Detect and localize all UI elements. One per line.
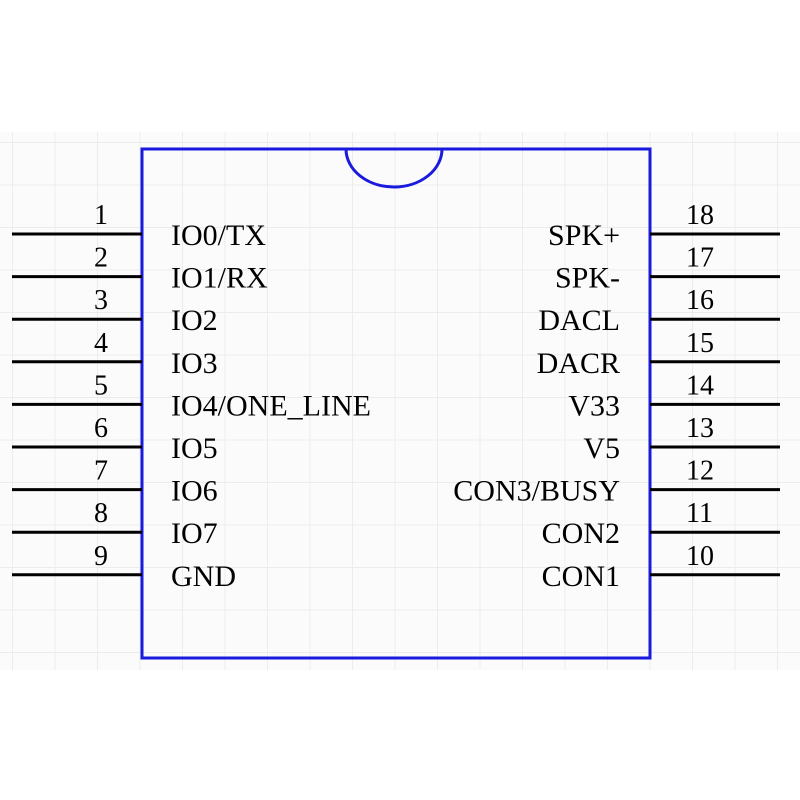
- pin-name: V33: [568, 389, 620, 422]
- left-pin-group: 1IO0/TX2IO1/RX3IO24IO35IO4/ONE_LINE6IO57…: [12, 200, 371, 593]
- right-pin-group: 18SPK+17SPK-16DACL15DACR14V3313V512CON3/…: [453, 200, 780, 593]
- pin-name: GND: [171, 560, 236, 593]
- pin-name: IO3: [171, 347, 218, 380]
- pin-number: 16: [686, 285, 714, 316]
- grid-background: [0, 132, 800, 670]
- pin-name: IO0/TX: [171, 219, 266, 252]
- pin-name: DACR: [537, 347, 620, 380]
- pin-number: 15: [686, 328, 714, 359]
- pin-name: CON1: [542, 560, 620, 593]
- pin-number: 14: [686, 370, 714, 401]
- pin-number: 6: [94, 413, 108, 444]
- pin-name: SPK-: [555, 262, 620, 295]
- pin-name: IO4/ONE_LINE: [171, 389, 371, 422]
- pin-name: V5: [583, 432, 620, 465]
- pin-name: IO2: [171, 304, 218, 337]
- pin-name: IO7: [171, 517, 218, 550]
- pin-number: 13: [686, 413, 714, 444]
- pin-name: IO6: [171, 475, 218, 508]
- pin-number: 18: [686, 200, 714, 231]
- pin-number: 2: [94, 243, 108, 274]
- pin-number: 12: [686, 456, 714, 487]
- pin-name: DACL: [538, 304, 620, 337]
- pin-name: IO5: [171, 432, 218, 465]
- pin-number: 9: [94, 541, 108, 572]
- pin-number: 4: [94, 328, 108, 359]
- pin-number: 3: [94, 285, 108, 316]
- pin-name: CON2: [542, 517, 620, 550]
- pin-number: 1: [94, 200, 108, 231]
- pin-number: 11: [686, 498, 713, 529]
- pin-name: IO1/RX: [171, 262, 268, 295]
- pin-number: 8: [94, 498, 108, 529]
- pin-number: 5: [94, 370, 108, 401]
- pin-number: 10: [686, 541, 714, 572]
- pin-number: 17: [686, 243, 714, 274]
- pin-number: 7: [94, 456, 108, 487]
- pin1-notch: [344, 148, 444, 189]
- pin-name: CON3/BUSY: [453, 475, 620, 508]
- pin-name: SPK+: [548, 219, 620, 252]
